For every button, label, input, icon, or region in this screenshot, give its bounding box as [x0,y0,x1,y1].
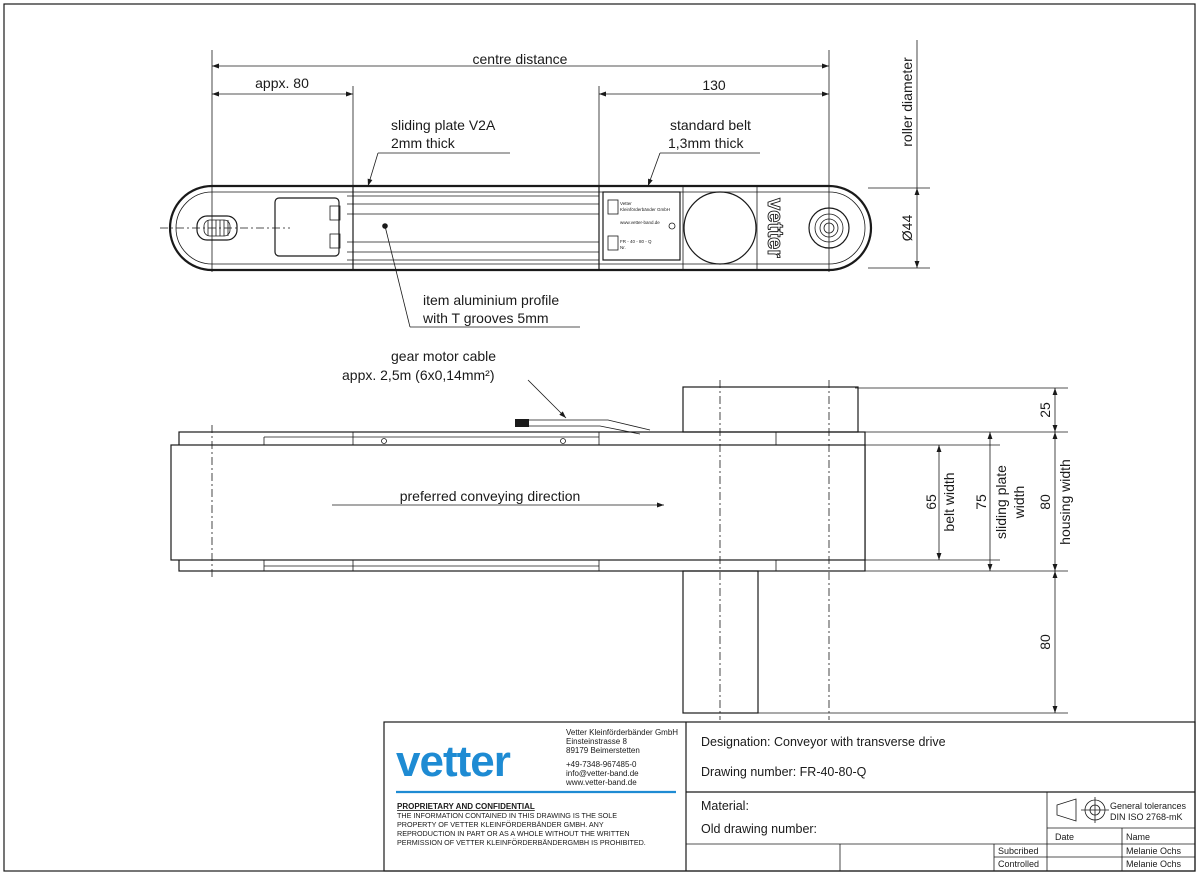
roller-threads [207,220,229,236]
tolerance-standard: DIN ISO 2768-mK [1110,812,1183,822]
dim-75-label: 75 [973,494,989,510]
dim-centre-distance-label: centre distance [473,51,568,67]
plate-text-2: Kleinförderbänder GmbH [620,207,670,212]
housing-width-label: housing width [1057,459,1073,545]
subscribed-name: Melanie Ochs [1126,846,1182,856]
plate-text-5: Nr. [620,245,626,250]
old-drawing-number: Old drawing number: [701,822,817,836]
gear-motor-bottom [682,570,759,714]
col-date: Date [1055,832,1074,842]
embossed-vetter-logo: vetter [763,198,788,258]
dim-roller-diameter-label: roller diameter [899,57,915,147]
dim-130-label: 130 [702,77,726,93]
dim-25-label: 25 [1037,402,1053,418]
proprietary-line-2: PROPERTY OF VETTER KLEINFÖRDERBÄNDER GMB… [397,820,604,829]
proprietary-line-4: PERMISSION OF VETTER KLEINFÖRDERBÄNDERGM… [397,838,646,847]
plate-text-4: FR - 40 - 80 - Q [620,239,652,244]
plate-text-1: Vetter [620,201,632,206]
drive-roller [808,207,850,249]
name-plate [602,191,681,261]
proprietary-title: PROPRIETARY AND CONFIDENTIAL [397,802,535,811]
material: Material: [701,799,749,813]
company-street: Einsteinstrasse 8 [566,737,627,746]
dim-appx80-label: appx. 80 [255,75,309,91]
standard-belt-label-2: 1,3mm thick [668,135,744,151]
row-subscribed: Subcribed [998,846,1039,856]
end-cap-block [274,197,340,257]
company-phone: +49-7348-967485-0 [566,760,637,769]
company-name: Vetter Kleinförderbänder GmbH [566,728,678,737]
belt-width-label: belt width [941,472,957,531]
top-view: centre distance appx. 80 130 roller diam… [160,40,930,328]
cable-label-1: gear motor cable [391,348,496,364]
vetter-logo: vetter [396,737,511,786]
side-view: gear motor cable appx. 2,5m (6x0,14mm²) … [170,348,1073,720]
conveyor-top-outline [168,184,873,272]
controlled-name: Melanie Ochs [1126,859,1182,869]
sliding-plate-label-2: 2mm thick [391,135,456,151]
dim-80-housing-label: 80 [1037,494,1053,510]
conveyor-belt [170,444,866,561]
plate-text-3: www.vetter-band.de [620,220,660,225]
cable-label-2: appx. 2,5m (6x0,14mm²) [342,367,495,383]
sliding-plate-width-label-1: sliding plate [993,465,1009,539]
dim-65-label: 65 [923,494,939,510]
title-block: vetter Vetter Kleinförderbänder GmbH Ein… [383,721,1196,872]
drawing-number: Drawing number: FR-40-80-Q [701,765,867,779]
proprietary-line-3: REPRODUCTION IN PART OR AS A WHOLE WITHO… [397,829,630,838]
profile-label-1: item aluminium profile [423,292,559,308]
designation: Designation: Conveyor with transverse dr… [701,735,946,749]
company-email: info@vetter-band.de [566,769,639,778]
general-tolerances: General tolerances [1110,801,1187,811]
conveying-direction-label: preferred conveying direction [400,488,581,504]
sliding-plate-label-1: sliding plate V2A [391,117,496,133]
row-controlled: Controlled [998,859,1039,869]
proprietary-line-1: THE INFORMATION CONTAINED IN THIS DRAWIN… [397,811,617,820]
tension-roller [196,215,238,241]
dim-80-motor-label: 80 [1037,634,1053,650]
projection-symbol-icon [1056,797,1109,823]
standard-belt-label-1: standard belt [670,117,751,133]
dim-d44-label: Ø44 [899,215,915,242]
company-web: www.vetter-band.de [565,778,637,787]
cable-end [515,419,529,427]
profile-label-2: with T grooves 5mm [422,310,549,326]
motor-housing-circle [683,191,757,265]
sliding-plate-width-label-2: width [1011,486,1027,520]
col-name: Name [1126,832,1150,842]
company-city: 89179 Beimerstetten [566,746,640,755]
gear-motor-top [682,386,859,433]
